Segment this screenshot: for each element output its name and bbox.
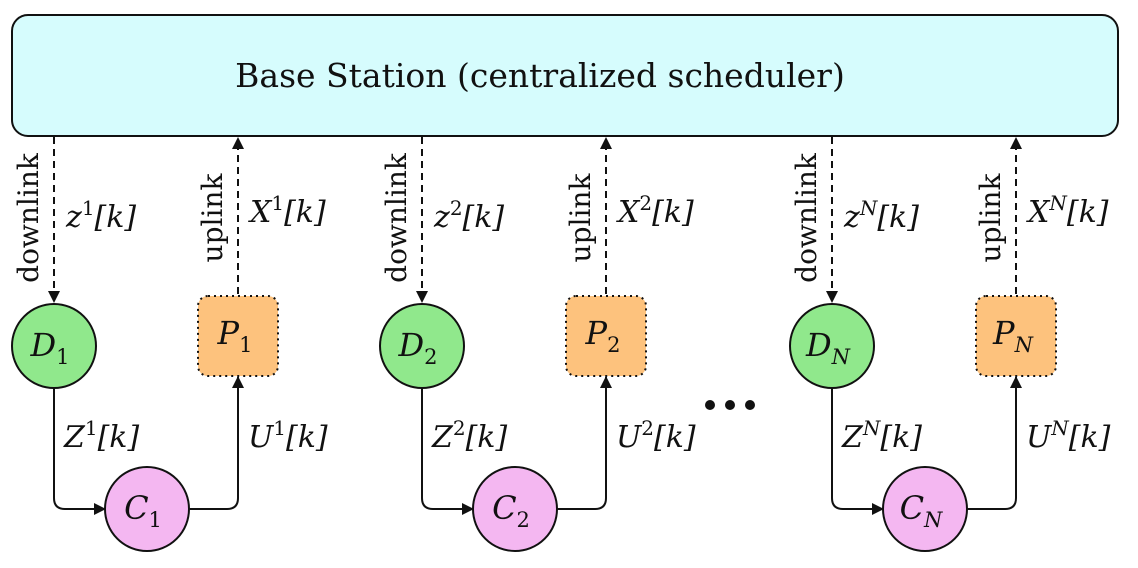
base-station: Base Station (centralized scheduler) [11,14,1119,137]
device-group: downlink uplink zN[k] XN[k] DN PN CN ZN[k] UN[k] [789,137,1111,552]
p-node-label: PN [992,314,1034,357]
c-to-p-arrow [967,376,1022,510]
c-node-label: C2 [492,489,530,532]
d-node-label: DN [805,326,851,369]
base-station-label: Base Station (centralized scheduler) [235,56,845,95]
c-to-p-arrow [189,376,244,510]
u-signal-label: U2[k] [616,416,696,455]
ellipsis-dot [705,400,715,410]
z-signal-label: ZN[k] [841,416,922,455]
u-signal-label: U1[k] [248,416,328,455]
p-node-label: P1 [217,314,253,357]
ellipsis [705,400,755,410]
ellipsis-dot [725,400,735,410]
c-node-label: C1 [124,489,162,532]
p-node-label: P2 [585,314,621,357]
z-signal-label: Z2[k] [431,416,507,455]
d-to-c-arrow [831,388,884,515]
z-signal-label: Z1[k] [63,416,139,455]
base-station-box [11,14,1119,137]
uplink-signal-label: X2[k] [616,191,694,230]
uplink-signal-label: X1[k] [248,191,326,230]
downlink-label: downlink [12,152,45,283]
d-to-c-arrow [421,388,474,515]
u-signal-label: UN[k] [1026,416,1111,455]
d-to-c-arrow [53,388,106,515]
downlink-label: downlink [380,152,413,283]
c-to-p-arrow [557,376,612,510]
uplink-signal-label: XN[k] [1026,191,1109,230]
uplink-label: uplink [564,173,597,263]
downlink-signal-label: z1[k] [65,196,136,235]
uplink-label: uplink [196,173,229,263]
downlink-signal-label: zN[k] [843,196,919,235]
ellipsis-dot [745,400,755,410]
downlink-label: downlink [790,152,823,283]
c-node-label: CN [900,489,943,532]
uplink-label: uplink [974,173,1007,263]
d-node-label: D1 [29,326,69,369]
downlink-signal-label: z2[k] [433,196,504,235]
d-node-label: D2 [397,326,437,369]
